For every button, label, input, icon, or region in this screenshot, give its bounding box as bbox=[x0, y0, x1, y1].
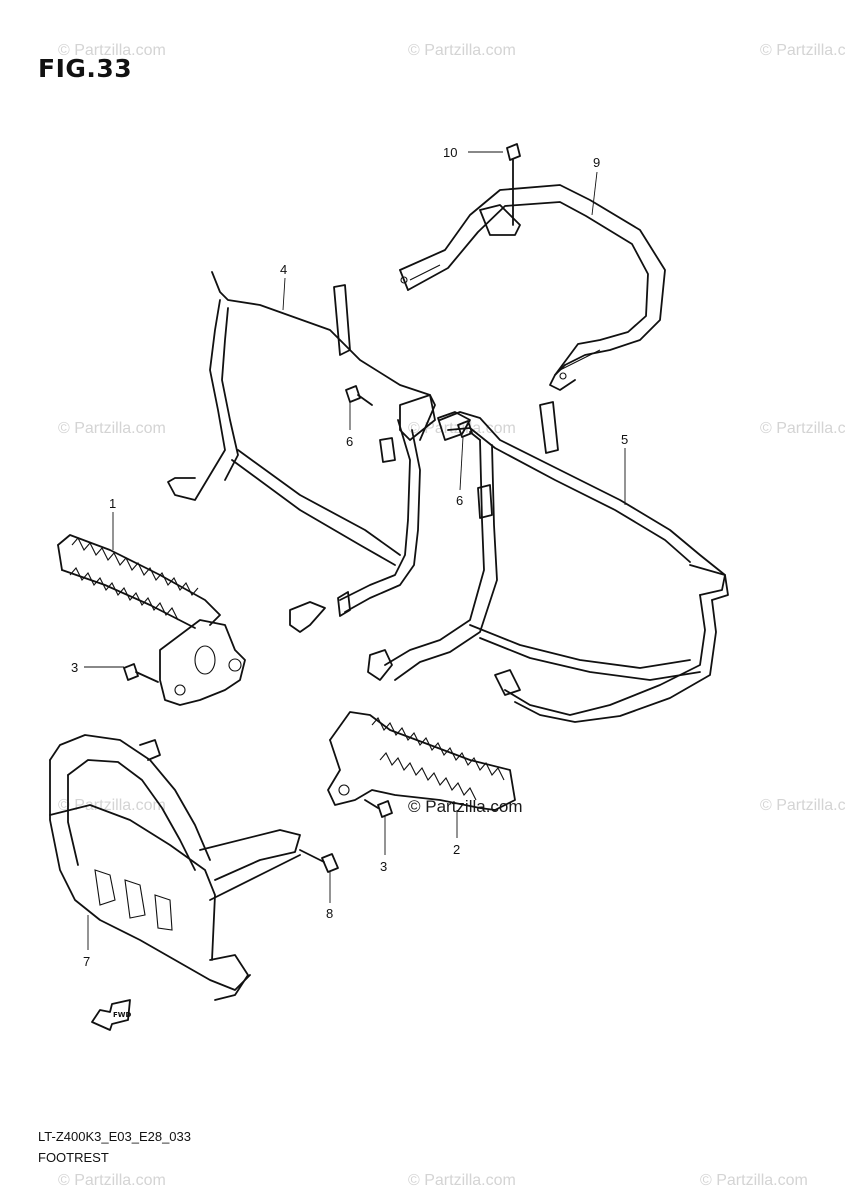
part-7-guard bbox=[49, 734, 301, 1001]
watermark: © Partzilla.com bbox=[58, 797, 166, 814]
fwd-arrow-label: FWD bbox=[113, 1011, 132, 1019]
part-3-bolt-right bbox=[364, 799, 393, 818]
callout-4: 4 bbox=[280, 262, 287, 277]
figure-code: LT-Z400K3_E03_E28_033 bbox=[38, 1129, 191, 1144]
part-4-left-frame bbox=[167, 271, 436, 633]
part-9-rear-bracket bbox=[399, 184, 666, 391]
callout-2: 2 bbox=[453, 842, 460, 857]
part-1-left-footpeg bbox=[57, 534, 246, 706]
part-3-bolt-left bbox=[123, 663, 159, 683]
part-8-bolt bbox=[299, 849, 339, 873]
part-10-bolt bbox=[506, 143, 521, 226]
callout-5: 5 bbox=[621, 432, 628, 447]
callout-6-left: 6 bbox=[346, 434, 353, 449]
watermark: © Partzilla.com bbox=[760, 420, 845, 437]
callout-9: 9 bbox=[593, 155, 600, 170]
watermark: © Partzilla.com bbox=[58, 420, 166, 437]
callout-8: 8 bbox=[326, 906, 333, 921]
watermark: © Partzilla.com bbox=[760, 797, 845, 814]
part-6-bolt-left bbox=[345, 385, 373, 406]
watermark: © Partzilla.com bbox=[408, 1172, 516, 1189]
callout-7: 7 bbox=[83, 954, 90, 969]
callout-3-right: 3 bbox=[380, 859, 387, 874]
callouts: 10 9 4 6 6 5 1 3 3 2 8 7 bbox=[71, 145, 628, 969]
watermark: © Partzilla.com bbox=[58, 42, 166, 59]
watermark: © Partzilla.com bbox=[408, 42, 516, 59]
figure-caption: FOOTREST bbox=[38, 1150, 109, 1165]
watermark: © Partzilla.com bbox=[58, 1172, 166, 1189]
callout-10: 10 bbox=[443, 145, 457, 160]
watermark-bold: © Partzilla.com bbox=[408, 797, 523, 816]
callout-1: 1 bbox=[109, 496, 116, 511]
watermark: © Partzilla.com bbox=[760, 42, 845, 59]
watermark: © Partzilla.com bbox=[700, 1172, 808, 1189]
callout-6-right: 6 bbox=[456, 493, 463, 508]
part-2-right-footpeg bbox=[327, 711, 516, 811]
callout-3-left: 3 bbox=[71, 660, 78, 675]
fwd-arrow-icon: FWD bbox=[91, 999, 132, 1031]
part-6-bolt-right bbox=[457, 420, 481, 441]
figure-title: FIG.33 bbox=[38, 54, 133, 83]
part-5-right-frame bbox=[367, 401, 729, 723]
